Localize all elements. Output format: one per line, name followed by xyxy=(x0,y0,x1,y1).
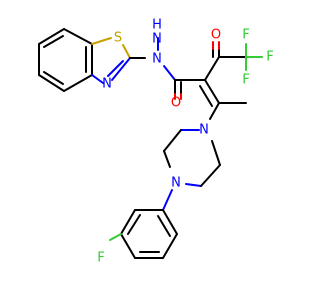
bond xyxy=(162,189,173,211)
molecule-structure-diagram: S N N H N O O F F F N N F xyxy=(38,18,274,266)
thiazole-nitrogen-label: N xyxy=(102,77,112,92)
bond xyxy=(185,183,202,187)
amino-hydrogen-label: H xyxy=(152,18,162,33)
bond xyxy=(163,150,171,168)
bond xyxy=(63,28,93,45)
fluorine-atom-1-label: F xyxy=(242,28,249,43)
ketone-oxygen-label: O xyxy=(211,28,221,43)
bond xyxy=(109,233,122,241)
bond xyxy=(63,74,93,92)
bond xyxy=(200,164,221,187)
piperazine-nitrogen-2-label: N xyxy=(171,176,181,191)
bond xyxy=(211,140,221,166)
bond xyxy=(111,57,131,81)
bond xyxy=(38,28,65,45)
hydrazide-nitrogen-label: N xyxy=(152,52,162,67)
fluorine-atom-3-label: F xyxy=(242,73,249,88)
bond xyxy=(162,209,178,235)
amide-oxygen-label: O xyxy=(171,96,181,111)
fluorine-atom-2-label: F xyxy=(266,50,273,65)
bond xyxy=(120,209,136,235)
bond-lines xyxy=(38,28,263,259)
bond xyxy=(204,56,220,81)
aryl-fluorine-label: F xyxy=(97,251,104,266)
bond xyxy=(120,233,136,259)
piperazine-nitrogen-1-label: N xyxy=(199,123,209,138)
bond xyxy=(122,44,131,59)
bond xyxy=(209,102,220,120)
bond xyxy=(163,129,182,152)
bond xyxy=(127,214,141,235)
bond xyxy=(91,37,112,45)
bond xyxy=(91,74,104,84)
bond xyxy=(43,35,64,48)
bond xyxy=(162,233,178,259)
bond xyxy=(199,85,213,107)
bond xyxy=(38,74,65,92)
bond xyxy=(163,65,176,81)
sulfur-atom-label: S xyxy=(114,31,122,46)
bond xyxy=(157,215,171,237)
bond xyxy=(107,60,124,77)
bond xyxy=(43,71,64,85)
atom-labels: S N N H N O O F F F N N F xyxy=(97,18,273,266)
bond xyxy=(204,79,220,104)
amino-nitrogen-label: N xyxy=(152,32,162,47)
